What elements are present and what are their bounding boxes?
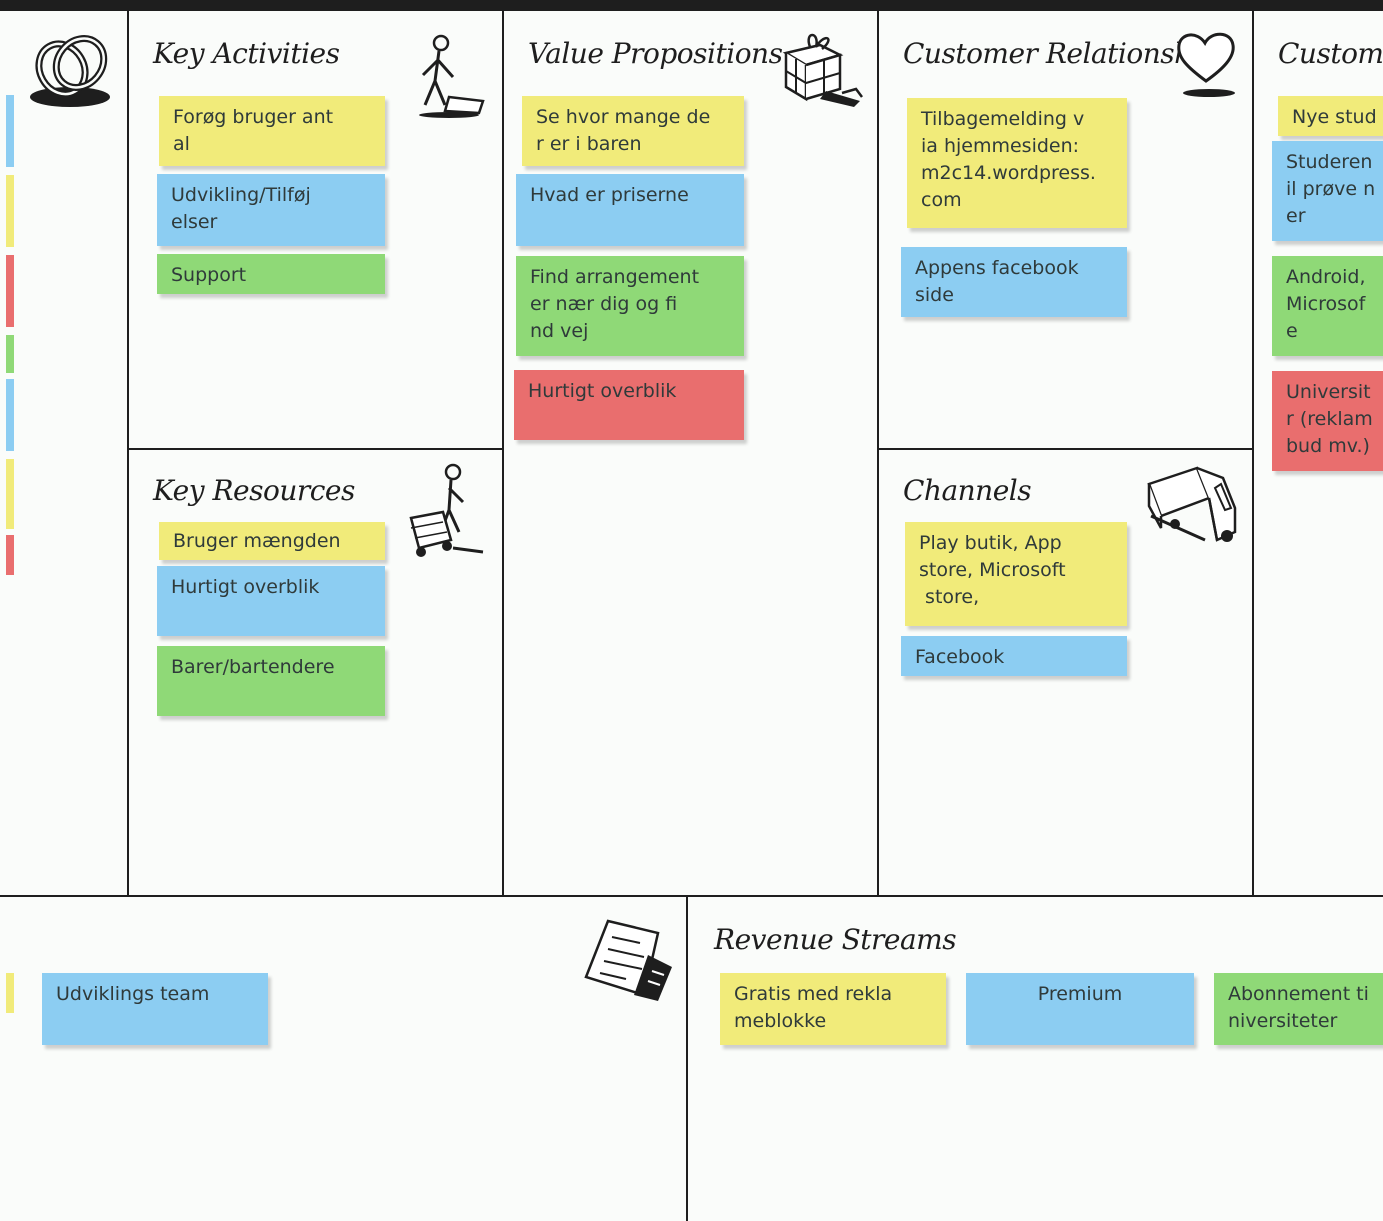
note-strip-1	[6, 95, 14, 167]
note-strip-7	[6, 535, 14, 575]
value-propositions-note-4[interactable]: Hurtigt overblik	[514, 370, 744, 440]
revenue-streams-note-2[interactable]: Premium	[966, 973, 1194, 1045]
value-propositions-note-1[interactable]: Se hvor mange de r er i baren	[522, 96, 744, 166]
top-border	[0, 0, 1383, 9]
key-activities-title: Key Activities	[153, 37, 340, 70]
channels-note-2[interactable]: Facebook	[901, 636, 1127, 676]
key-resources-note-3[interactable]: Barer/bartendere	[157, 646, 385, 716]
key-activities-note-1[interactable]: Forøg bruger ant al	[159, 96, 385, 166]
note-strip-3	[6, 255, 14, 327]
cost-note-strip	[6, 973, 14, 1013]
note-strip-5	[6, 379, 14, 451]
key-activities-block: Key Activities Forøg bruger ant al Udvik…	[127, 9, 504, 450]
price-tag-icon	[584, 919, 672, 1001]
forklift-worker-icon	[409, 463, 484, 557]
customer-relationships-note-2[interactable]: Appens facebook side	[901, 247, 1127, 317]
customer-relationships-title: Customer Relationships	[903, 37, 1232, 70]
key-resources-title: Key Resources	[153, 474, 355, 507]
channels-block: Channels Play butik, App store, Microsof…	[877, 448, 1254, 897]
customer-relationships-note-1[interactable]: Tilbagemelding v ia hjemmesiden: m2c14.w…	[907, 98, 1127, 228]
channels-note-1[interactable]: Play butik, App store, Microsoft store,	[905, 522, 1127, 626]
channels-title: Channels	[903, 474, 1032, 507]
key-activities-note-3[interactable]: Support	[157, 254, 385, 294]
key-partners-block	[0, 9, 129, 897]
note-strip-4	[6, 335, 14, 373]
revenue-streams-note-1[interactable]: Gratis med rekla meblokke	[720, 973, 946, 1045]
customer-segments-note-3[interactable]: Android, Microsof e	[1272, 256, 1383, 356]
value-propositions-title: Value Propositions	[528, 37, 783, 70]
chain-link-icon	[30, 35, 110, 107]
gift-box-icon	[782, 33, 863, 107]
customer-segments-note-4[interactable]: Universit r (reklam bud mv.)	[1272, 371, 1383, 471]
revenue-streams-note-3[interactable]: Abonnement ti niversiteter	[1214, 973, 1383, 1045]
value-propositions-note-2[interactable]: Hvad er priserne	[516, 174, 744, 246]
value-propositions-block: Value Propositions Se hvor mange de r er…	[502, 9, 879, 897]
customer-segments-note-2[interactable]: Studeren il prøve n er	[1272, 141, 1383, 241]
value-propositions-note-3[interactable]: Find arrangement er nær dig og fi nd vej	[516, 256, 744, 356]
heart-icon	[1177, 32, 1235, 97]
revenue-streams-title: Revenue Streams	[714, 923, 957, 956]
cost-structure-block: Udviklings team	[0, 895, 690, 1221]
note-strip-2	[6, 175, 14, 247]
customer-segments-block: Custom Nye stud Studeren il prøve n er A…	[1252, 9, 1383, 897]
customer-segments-note-1[interactable]: Nye stud	[1278, 96, 1383, 136]
customer-segments-title: Custom	[1278, 37, 1383, 70]
key-resources-note-2[interactable]: Hurtigt overblik	[157, 566, 385, 636]
revenue-streams-block: Revenue Streams Gratis med rekla meblokk…	[686, 895, 1383, 1221]
key-resources-note-1[interactable]: Bruger mængden	[159, 522, 385, 560]
key-activities-note-2[interactable]: Udvikling/Tilføj elser	[157, 174, 385, 246]
worker-icon	[419, 34, 485, 118]
key-resources-block: Key Resources Bruger mængden Hurtigt ove…	[127, 448, 504, 897]
cost-structure-note-1[interactable]: Udviklings team	[42, 973, 268, 1045]
truck-icon	[1147, 466, 1237, 542]
note-strip-6	[6, 459, 14, 529]
customer-relationships-block: Customer Relationships Tilbagemelding v …	[877, 9, 1254, 450]
